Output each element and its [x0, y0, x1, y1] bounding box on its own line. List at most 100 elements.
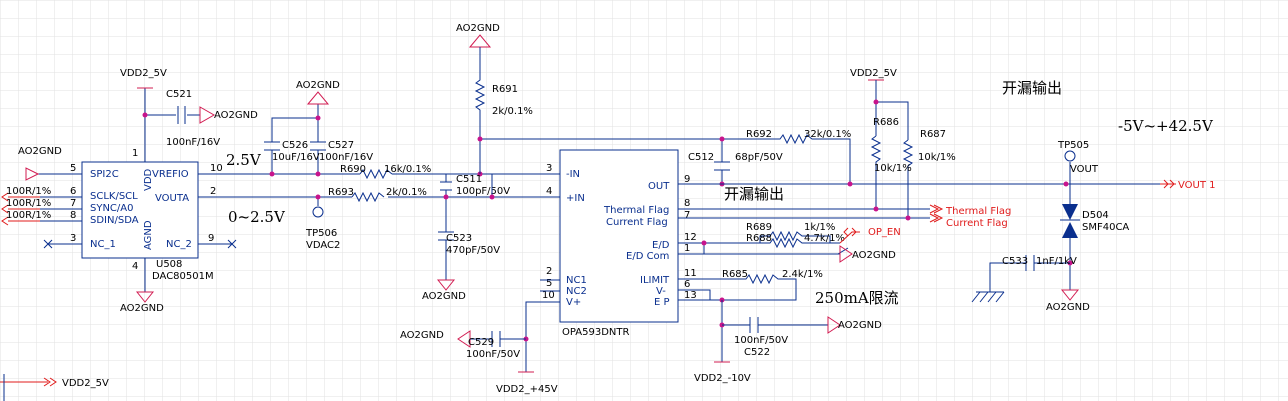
c523-val: 470pF/50V — [446, 245, 500, 256]
r685-val: 2.4k/1% — [782, 269, 823, 280]
input-resistor-3: 100R/1% — [6, 210, 51, 221]
op-pin-inp: +IN — [566, 193, 585, 204]
ao2gnd-label-left: AO2GND — [18, 146, 62, 157]
u508-num-7: 7 — [70, 198, 76, 209]
c521-symbol — [177, 106, 186, 124]
c521-ref: C521 — [166, 89, 192, 100]
r687-symbol — [902, 139, 914, 218]
ao2gnd-label-c522: AO2GND — [838, 320, 882, 331]
vdd2-45v-label: VDD2_+45V — [496, 384, 558, 395]
op-num-5: 5 — [546, 278, 552, 289]
op-pin-out: OUT — [648, 181, 670, 192]
c522-ref: C522 — [744, 347, 770, 358]
r691-ref: R691 — [492, 84, 518, 95]
thermal-flag-label: Thermal Flag — [945, 206, 1011, 217]
u508-num-8: 8 — [70, 210, 76, 221]
u508-pin-nc1: NC_1 — [90, 239, 116, 250]
note-0-2-5v: 0~2.5V — [228, 208, 286, 226]
c512-val: 68pF/50V — [735, 152, 783, 163]
op-num-7: 7 — [684, 210, 690, 221]
ao2gnd-label-r691: AO2GND — [456, 23, 500, 34]
vdd2-5v-label-u508: VDD2_5V — [120, 68, 167, 79]
c522-val: 100nF/50V — [734, 335, 788, 346]
ao2gnd-label-ed: AO2GND — [852, 250, 896, 261]
u508-dac[interactable]: SPI2C SCLK/SCL SYNC/A0 SDIN/SDA NC_1 VRE… — [70, 148, 223, 282]
op-pin-inm: -IN — [566, 169, 580, 180]
c526-val: 10uF/16V — [272, 152, 320, 163]
c527-symbol — [310, 141, 326, 151]
u508-num-1: 1 — [132, 148, 138, 159]
op-num-1: 1 — [684, 243, 690, 254]
c511-ref: C511 — [456, 174, 482, 185]
r691-val: 2k/0.1% — [492, 106, 533, 117]
u508-left-wiring: AO2GND 100R/1% 100R/1% 100R/1% — [1, 146, 237, 249]
c521-val: 100nF/16V — [166, 137, 220, 148]
input-resistor-2: 100R/1% — [6, 198, 51, 209]
input-resistor-1: 100R/1% — [6, 186, 51, 197]
r688-val: 4.7k/1% — [804, 233, 845, 244]
c522-symbol — [749, 317, 759, 333]
u508-pin-vrefio: VREFIO — [152, 169, 189, 180]
ao2gnd-label-u508-gnd: AO2GND — [120, 303, 164, 314]
u508-power: VDD2_5V AO2GND C521 100nF/16V AO2GND — [120, 68, 258, 314]
c523-ref: C523 — [446, 233, 472, 244]
op-pin-vp: V+ — [566, 297, 581, 308]
r690-symbol — [359, 168, 393, 180]
c526-symbol — [264, 141, 280, 151]
op-num-8: 8 — [684, 198, 690, 209]
r693-ref: R693 — [328, 187, 354, 198]
c529-ref: C529 — [468, 337, 494, 348]
op-pin-vm: V- — [656, 286, 666, 297]
r686-ref: R686 — [873, 117, 899, 128]
feedback-network: AO2GND R691 2k/0.1% R692 32k/0.1% C512 6… — [456, 23, 851, 187]
c527-ref: C527 — [328, 140, 354, 151]
r692-val: 32k/0.1% — [804, 129, 851, 140]
nc-marker-u508-3 — [43, 239, 53, 249]
r687-ref: R687 — [920, 129, 946, 140]
op-num-11: 11 — [684, 268, 697, 279]
c526-ref: C526 — [282, 140, 308, 151]
op-num-9: 9 — [684, 174, 690, 185]
op-num-6: 6 — [684, 279, 690, 290]
u508-pin-sclk: SCLK/SCL — [90, 191, 138, 202]
r692-ref: R692 — [746, 129, 772, 140]
u508-num-4: 4 — [132, 261, 138, 272]
opamp-body — [559, 149, 679, 323]
ao2gnd-label-c521: AO2GND — [214, 110, 258, 121]
u508-body — [81, 161, 199, 259]
u508-pin-sync: SYNC/A0 — [90, 203, 134, 214]
r689-val: 1k/1% — [804, 222, 835, 233]
vdd2-5v-label-pullup: VDD2_5V — [850, 68, 897, 79]
u508-num-10: 10 — [210, 163, 223, 174]
u508-num-3: 3 — [70, 233, 76, 244]
op-pin-ilimit: ILIMIT — [640, 275, 670, 286]
ao2gnd-label-c523: AO2GND — [422, 291, 466, 302]
output-network: VOUT 1 开漏输出 TP505 VOUT -5V~+42.5V D504 S… — [678, 117, 1216, 313]
nc-marker-u508-9 — [227, 239, 237, 249]
vout1-label: VOUT 1 — [1178, 180, 1216, 191]
note-open-drain-2: 开漏输出 — [724, 185, 784, 203]
vouta-network: R693 2k/0.1% TP506 VDAC2 0~2.5V AO2GND C… — [198, 173, 560, 302]
r685-ref: R685 — [722, 269, 748, 280]
u508-num-2: 2 — [210, 186, 216, 197]
opamp-ref: OPA593DNTR — [562, 327, 629, 338]
op-pin-ed: E/D — [652, 240, 670, 251]
u508-pin-agnd: AGND — [143, 220, 154, 250]
op-pin-edcom: E/D Com — [626, 251, 669, 262]
u508-pin-spi2c: SPI2C — [90, 169, 119, 180]
u508-num-5: 5 — [70, 163, 76, 174]
u508-part: DAC80501M — [152, 271, 214, 282]
d504-symbol — [1062, 204, 1078, 238]
op-en-label: OP_EN — [868, 227, 901, 238]
current-flag-label: Current Flag — [946, 218, 1008, 229]
op-pin-nc1: NC1 — [566, 275, 587, 286]
note-2-5v: 2.5V — [226, 151, 262, 169]
vdd2-m10v-label: VDD2_-10V — [694, 373, 751, 384]
u-opamp[interactable]: -IN +IN NC1 NC2 V+ OUT Thermal Flag Curr… — [542, 149, 697, 338]
r693-val: 2k/0.1% — [386, 187, 427, 198]
tp506-val: VDAC2 — [306, 240, 340, 251]
u508-pin-sdin: SDIN/SDA — [90, 215, 139, 226]
c512-ref: C512 — [688, 152, 714, 163]
u508-ref: U508 — [156, 259, 182, 270]
